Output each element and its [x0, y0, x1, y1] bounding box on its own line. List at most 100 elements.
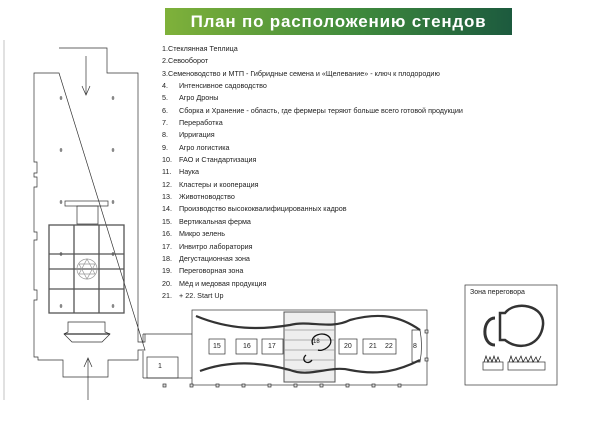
legend-item-label: Микро зелень [179, 229, 226, 239]
stand-label-17: 17 [268, 343, 276, 350]
legend-item-number: 5. [162, 93, 168, 103]
legend-item: 16. Микро зелень [162, 228, 463, 240]
legend-item: 15. Вертикальная ферма [162, 216, 463, 228]
negotiation-zone-box[interactable] [464, 284, 558, 386]
legend-item: 7. Переработка [162, 117, 463, 129]
plants [483, 354, 542, 364]
legend-item-label: Ирригация [179, 130, 215, 140]
legend-item-number: 11. [162, 167, 172, 177]
legend-item-label: Агро Дроны [179, 93, 219, 103]
legend-item-number: 6. [162, 105, 168, 115]
legend-item: 14. Производство высококвалифицированных … [162, 203, 463, 215]
legend-item-label: Кластеры и кооперация [179, 179, 259, 189]
stand-label-22: 22 [385, 343, 393, 350]
legend-item-label: Инвитро лаборатория [179, 241, 253, 251]
legend-item-label: Переработка [179, 118, 223, 128]
legend-item: 18. Дегустационная зона [162, 253, 463, 265]
legend-item: 1.Стеклянная Теплица [162, 43, 463, 55]
legend-item: 19. Переговорная зона [162, 265, 463, 277]
entry-arrow-bottom [83, 357, 93, 400]
left-hall-outline [33, 47, 146, 378]
stand-label-8: 8 [413, 343, 417, 350]
negotiation-zone-title: Зона переговора [470, 289, 525, 296]
stand-8[interactable] [411, 329, 422, 363]
legend-item-label: Переговорная зона [179, 266, 244, 276]
tasting-zone-counter [303, 333, 332, 364]
legend-item: 3.Семеноводство и МТП - Гибридные семена… [162, 68, 463, 80]
stand-label-1: 1 [158, 363, 162, 370]
legend-item-label: Сборка и Хранение - область, где фермеры… [179, 105, 463, 115]
legend-item-label: Животноводство [179, 192, 235, 202]
negotiation-sofa-small [483, 316, 496, 347]
stand-label-21: 21 [369, 343, 377, 350]
legend-item-label: Дегустационная зона [179, 253, 250, 263]
bottom-counter [63, 321, 111, 343]
stand-label-20: 20 [344, 343, 352, 350]
star-emblem-lines [78, 258, 96, 280]
legend-item: 21. + 22. Start Up [162, 290, 463, 302]
main-hall-outline [191, 309, 428, 386]
plant-bed-small [482, 361, 504, 371]
stand-15[interactable] [208, 338, 226, 355]
exhibition-path-bottom [199, 359, 421, 374]
legend-item-label: Семеноводство и МТП - Гибридные семена и… [168, 68, 440, 78]
legend-item-label: FAO и Стандартизация [179, 155, 257, 165]
stand-20[interactable] [338, 338, 358, 355]
legend-item-number: 3. [162, 68, 168, 78]
stand-21-22[interactable] [362, 338, 397, 355]
legend-item-number: 18. [162, 253, 172, 263]
legend-item-number: 1. [162, 44, 168, 53]
legend-item-label: Агро логистика [179, 142, 230, 152]
legend-item: 6. Сборка и Хранение - область, где ферме… [162, 105, 463, 117]
legend-item: 11. Наука [162, 166, 463, 178]
plant-bed-large [507, 361, 546, 371]
legend-item-number: 20. [162, 278, 172, 288]
legend-item: 17. Инвитро лаборатория [162, 241, 463, 253]
legend-item: 9. Агро логистика [162, 142, 463, 154]
legend-item: 12. Кластеры и кооперация [162, 179, 463, 191]
annex-outline [142, 333, 192, 379]
central-grid [48, 224, 125, 314]
exhibition-path-top [195, 314, 421, 331]
stand-1[interactable] [146, 356, 179, 379]
legend-item-number: 13. [162, 192, 172, 202]
stage-bar [64, 200, 109, 207]
legend-item-label: Севооборот [168, 56, 209, 66]
legend-item-number: 14. [162, 204, 172, 214]
stand-17[interactable] [261, 338, 284, 355]
legend-item-number: 9. [162, 142, 168, 152]
legend-item: 8. Ирригация [162, 129, 463, 141]
stage-booth [76, 205, 99, 225]
wall-posts [162, 329, 429, 388]
negotiation-sofa-large [498, 304, 545, 348]
legend-item-number: 16. [162, 229, 172, 239]
legend-item-number: 7. [162, 118, 168, 128]
legend-item-number: 15. [162, 216, 172, 226]
columns [59, 96, 115, 308]
legend-item-number: 12. [162, 179, 172, 189]
legend-item-label: Наука [179, 167, 200, 177]
page-title: План по расположению стендов [190, 11, 487, 31]
legend-item-label: Стеклянная Теплица [168, 44, 238, 53]
stand-label-15: 15 [213, 343, 221, 350]
entry-arrow-top [81, 56, 91, 96]
legend-item: 10. FAO и Стандартизация [162, 154, 463, 166]
legend-item: 20. Мёд и медовая продукция [162, 278, 463, 290]
legend-item-number: 17. [162, 241, 172, 251]
legend-item-label: + 22. Start Up [179, 290, 224, 300]
title-banner: План по расположению стендов [165, 8, 512, 35]
legend-item-number: 10. [162, 155, 172, 165]
legend-item: 13. Животноводство [162, 191, 463, 203]
legend-item-number: 2. [162, 56, 168, 66]
legend-item-label: Мёд и медовая продукция [179, 278, 267, 288]
legend-item: 5. Агро Дроны [162, 92, 463, 104]
stand-16[interactable] [235, 338, 258, 355]
legend-item-label: Производство высококвалифицированных кад… [179, 204, 347, 214]
legend-item-number: 21. [162, 290, 172, 300]
legend-item-number: 19. [162, 266, 172, 276]
legend-item-label: Вертикальная ферма [179, 216, 251, 226]
stand-label-16: 16 [243, 343, 251, 350]
legend-item-number: 8. [162, 130, 168, 140]
